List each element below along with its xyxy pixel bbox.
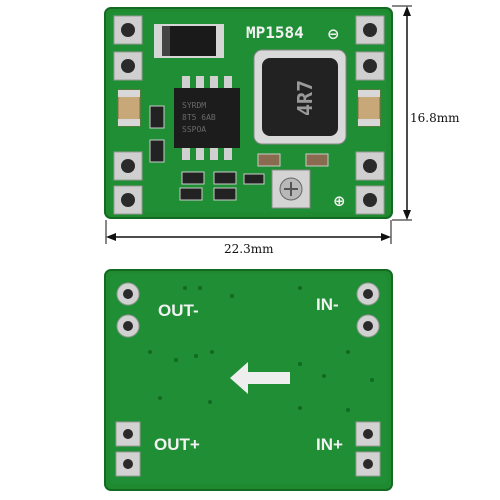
inductor-component: 4R7 bbox=[253, 49, 347, 145]
bottom-pcb-board: OUT- IN- OUT+ IN+ bbox=[104, 269, 393, 491]
top-left-pads bbox=[113, 15, 143, 81]
left-capacitor bbox=[117, 89, 141, 127]
height-label: 16.8mm bbox=[410, 111, 460, 125]
left-arrow-icon bbox=[230, 362, 290, 394]
out-minus-label: OUT- bbox=[158, 301, 199, 320]
inductor-label: 4R7 bbox=[293, 80, 317, 116]
width-dimension: 22.3mm bbox=[105, 220, 392, 256]
potentiometer bbox=[271, 169, 311, 209]
plus-symbol: ⊕ bbox=[333, 193, 346, 210]
minus-symbol: ⊖ bbox=[327, 26, 340, 43]
diode-component bbox=[154, 24, 224, 58]
vias bbox=[148, 286, 374, 412]
chip-label: MP1584 bbox=[246, 23, 304, 42]
ic-marking-3: SSPOA bbox=[182, 125, 206, 134]
smd-resistors bbox=[149, 105, 329, 201]
ic-chip: SYRDM 8T5 6AB SSPOA bbox=[174, 76, 240, 160]
top-pcb-board: MP1584 ⊖ 4R7 SYRDM 8T5 6AB SSPOA bbox=[104, 7, 393, 219]
bottom-left-pads bbox=[113, 151, 143, 215]
bottom-right-pads bbox=[355, 151, 385, 215]
ic-marking-1: SYRDM bbox=[182, 101, 206, 110]
out-plus-label: OUT+ bbox=[154, 435, 200, 454]
in-plus-label: IN+ bbox=[316, 435, 343, 454]
top-right-pads bbox=[355, 15, 385, 81]
ic-marking-2: 8T5 6AB bbox=[182, 113, 216, 122]
right-capacitor bbox=[357, 89, 381, 127]
width-label: 22.3mm bbox=[224, 242, 274, 256]
height-dimension: 16.8mm bbox=[392, 5, 460, 221]
in-minus-label: IN- bbox=[316, 295, 339, 314]
